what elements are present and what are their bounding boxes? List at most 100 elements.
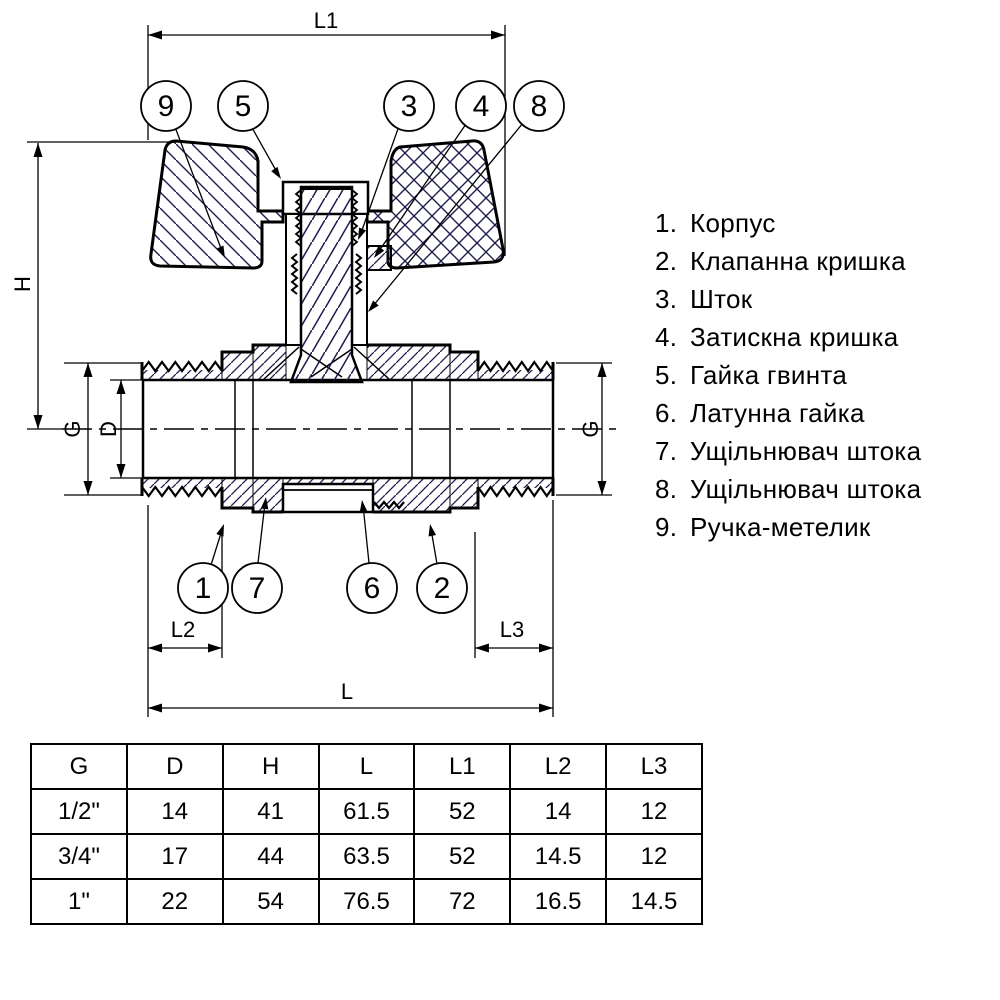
bottom-seal-zigzag [373,500,405,510]
spec-table-row-one-inch: 1" 22 54 76.5 72 16.5 14.5 [30,878,703,925]
spec-table: G D H L L1 L2 L3 1/2" 14 41 61.5 52 14 1… [30,743,703,925]
callout-6: 6 [346,562,398,614]
part-name: Гайка гвинта [690,360,848,390]
part-item-7: 7. Ущільнювач штока [655,432,921,470]
callout-number-8: 8 [531,90,548,123]
stem-seals [290,253,363,295]
handle-left-wing [149,139,285,270]
part-name: Ущільнювач штока [690,436,922,466]
bottom-cap [281,482,375,514]
callout-5: 5 [217,80,269,132]
spec-cell: 14.5 [509,833,608,880]
stem-assembly [281,180,392,384]
spec-cell: 54 [221,878,320,925]
spec-cell: 17 [125,833,224,880]
spec-cell: 14.5 [605,878,703,925]
spec-cell: 22 [125,878,224,925]
spec-cell: 14 [509,788,608,835]
part-name: Корпус [690,208,776,238]
handle-right-wing [365,139,505,270]
dimension-arrows [33,30,607,713]
part-number: 6. [655,398,678,428]
part-number: 3. [655,284,678,314]
dim-label-h: H [10,276,35,292]
part-item-6: 6. Латунна гайка [655,394,921,432]
part-item-1: 1. Корпус [655,204,921,242]
spec-cell: 41 [221,788,320,835]
callout-number-5: 5 [235,90,252,123]
part-number: 1. [655,208,678,238]
part-item-3: 3. Шток [655,280,921,318]
callout-1: 1 [177,562,229,614]
dimension-labels: L1 H G D G L2 L3 L [10,8,603,704]
spec-cell: 16.5 [509,878,608,925]
callout-number-1: 1 [195,572,212,605]
callout-4: 4 [455,80,507,132]
part-name: Ущільнювач штока [690,474,922,504]
male-thread-right [477,360,554,498]
callout-number-2: 2 [434,572,451,605]
dim-label-g-right: G [578,420,603,437]
part-item-2: 2. Клапанна кришка [655,242,921,280]
spec-cell: 63.5 [317,833,416,880]
spec-header-l2: L2 [509,743,608,790]
part-number: 9. [655,512,678,542]
part-item-8: 8. Ущільнювач штока [655,470,921,508]
butterfly-handle [149,139,505,270]
spec-header-l: L [317,743,416,790]
spec-table-header-row: G D H L L1 L2 L3 [30,743,703,790]
part-item-9: 9. Ручка-метелик [655,508,921,546]
callout-number-7: 7 [249,572,266,605]
dim-label-l1: L1 [314,8,338,33]
part-number: 7. [655,436,678,466]
part-number: 5. [655,360,678,390]
part-number: 2. [655,246,678,276]
spec-cell: 12 [605,833,703,880]
spec-header-d: D [125,743,224,790]
part-name: Латунна гайка [690,398,865,428]
spec-cell: 1/2" [30,788,128,835]
spec-table-row-three-quarter-inch: 3/4" 17 44 63.5 52 14.5 12 [30,833,703,880]
bonnet-left [285,213,302,346]
spec-cell: 12 [605,788,703,835]
callout-3: 3 [383,80,435,132]
callout-number-4: 4 [473,90,490,123]
dim-label-l2: L2 [171,617,195,642]
callouts: 9 5 3 4 8 1 7 6 [140,80,565,614]
callout-7: 7 [231,562,283,614]
callout-number-9: 9 [158,90,175,123]
valve-body [140,343,555,514]
spec-cell: 52 [413,788,512,835]
leader-lines [174,122,524,566]
stem-thread [294,189,359,247]
leader-arrows [216,166,437,537]
spec-cell: 44 [221,833,320,880]
dim-label-g-left: G [60,420,85,437]
callout-8: 8 [513,80,565,132]
dim-label-l: L [341,679,353,704]
stem [289,185,364,384]
dim-label-d: D [96,421,121,437]
male-thread-left [141,360,223,498]
callout-number-3: 3 [401,90,418,123]
part-number: 4. [655,322,678,352]
spec-header-h: H [221,743,320,790]
part-number: 8. [655,474,678,504]
part-name: Клапанна кришка [690,246,906,276]
spec-header-l1: L1 [413,743,512,790]
spec-cell: 14 [125,788,224,835]
callout-9: 9 [140,80,192,132]
part-name: Затискна кришка [690,322,899,352]
spec-cell: 3/4" [30,833,128,880]
spec-cell: 61.5 [317,788,416,835]
spec-header-g: G [30,743,128,790]
part-name: Шток [690,284,753,314]
part-name: Ручка-метелик [690,512,871,542]
spec-table-row-half-inch: 1/2" 14 41 61.5 52 14 12 [30,788,703,835]
spec-header-l3: L3 [605,743,703,790]
spec-cell: 72 [413,878,512,925]
dim-label-l3: L3 [500,617,524,642]
spec-cell: 1" [30,878,128,925]
spec-cell: 76.5 [317,878,416,925]
